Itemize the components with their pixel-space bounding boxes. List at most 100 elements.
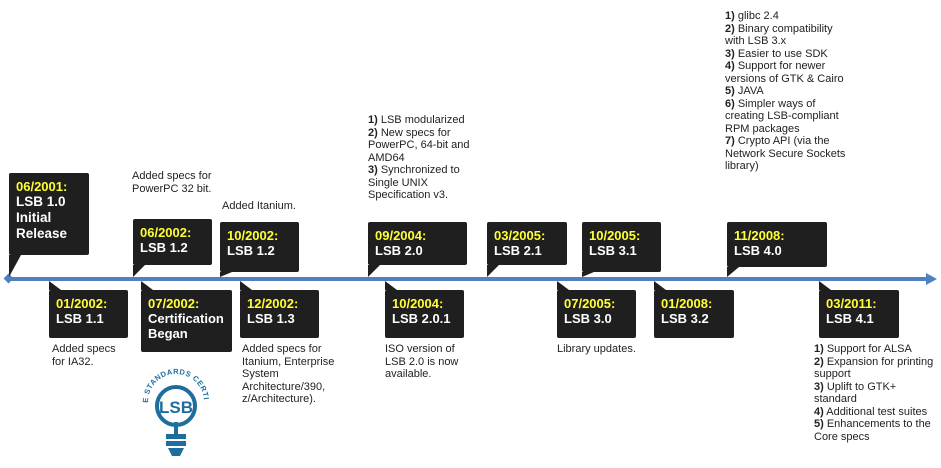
item-text: Support for ALSA [826,343,912,355]
milestone-box: 06/2002:LSB 1.2 [133,219,212,265]
milestone-version: LSB 1.0 Initial Release [16,194,68,241]
item-text: Uplift to GTK+ standard [814,380,897,406]
milestone-pointer [557,281,569,290]
item-text: Support for newer versions of GTK & Cair… [725,60,844,85]
description-list-item: 3) Easier to use SDK [725,48,855,61]
milestone-description: Added specs for Itanium, Enterprise Syst… [242,343,335,405]
milestone-box: 07/2002:Certification Began [141,290,232,352]
milestone-box: 01/2002:LSB 1.1 [49,290,128,338]
milestone-description: ISO version of LSB 2.0 is now available. [385,343,459,380]
item-number: 6) [725,97,735,110]
milestone-box: 10/2005:LSB 3.1 [582,222,661,272]
item-text: Crypto API (via the Network Secure Socke… [725,135,846,172]
item-text: Enhancements to the Core specs [814,418,931,443]
milestone-description: Library updates. [557,343,636,355]
milestone-pointer [487,265,499,277]
item-number: 2) [814,355,824,368]
milestone-box: 01/2008:LSB 3.2 [654,290,734,338]
milestone-version: LSB 1.3 [247,311,295,326]
milestone-box: 11/2008:LSB 4.0 [727,222,827,267]
item-number: 4) [814,405,824,418]
milestone-pointer [727,267,739,277]
description-list-item: 3) Synchronized to Single UNIX Specifica… [368,164,476,202]
item-number: 7) [725,135,735,147]
milestone-pointer [654,281,666,290]
item-text: New specs for PowerPC, 64-bit and AMD64 [368,126,470,164]
description-list-item: 6) Simpler ways of creating LSB-complian… [725,98,855,136]
milestone-date: 09/2004: [375,228,427,243]
milestone-version: LSB 4.1 [826,311,874,326]
milestone-version: LSB 3.0 [564,311,612,326]
item-text: glibc 2.4 [737,10,779,22]
item-text: Simpler ways of creating LSB-compliant R… [725,97,839,135]
description-list-item: 3) Uplift to GTK+ standard [814,381,939,406]
description-list-item: 7) Crypto API (via the Network Secure So… [725,135,855,173]
milestone-pointer [220,272,232,277]
milestone-version: LSB 4.0 [734,243,782,258]
description-list-item: 1) Support for ALSA [814,343,939,356]
milestone-date: 06/2001: [16,179,68,194]
milestone-date: 01/2002: [56,296,108,311]
item-text: Synchronized to Single UNIX Specificatio… [368,164,460,201]
timeline-axis [8,277,928,281]
milestone-pointer [9,255,21,277]
milestone-pointer [582,272,594,277]
milestone-date: 11/2008: [734,228,785,243]
description-list-item: 5) JAVA [725,85,855,98]
logo-arc-text: FREE STANDARDS CERTIFIED [138,362,210,403]
milestone-date: 01/2008: [661,296,713,311]
item-number: 1) [725,10,735,22]
milestone-box: 10/2002:LSB 1.2 [220,222,299,272]
item-number: 4) [725,60,735,72]
milestone-version: LSB 3.2 [661,311,709,326]
logo-center-text: LSB [159,398,193,417]
item-number: 3) [368,164,378,176]
milestone-pointer [49,281,61,290]
milestone-date: 12/2002: [247,296,299,311]
milestone-box: 12/2002:LSB 1.3 [240,290,319,338]
item-number: 3) [725,47,735,60]
milestone-description: Added specs for IA32. [52,343,116,368]
item-number: 2) [725,22,735,35]
item-text: Additional test suites [826,405,928,418]
milestone-box: 06/2001:LSB 1.0 Initial Release [9,173,89,255]
milestone-date: 06/2002: [140,225,192,240]
item-number: 3) [814,380,824,393]
item-text: Expansion for printing support [814,355,934,381]
milestone-pointer [133,265,145,277]
milestone-box: 03/2005:LSB 2.1 [487,222,567,265]
milestone-version: LSB 2.0.1 [392,311,451,326]
milestone-version: LSB 2.1 [494,243,542,258]
milestone-pointer [141,281,153,290]
milestone-description: Added Itanium. [222,200,296,212]
milestone-box: 09/2004:LSB 2.0 [368,222,467,265]
milestone-date: 10/2004: [392,296,444,311]
milestone-version: LSB 1.2 [227,243,275,258]
milestone-pointer [385,281,397,290]
milestone-date: 03/2011: [826,296,877,311]
description-list-item: 2) New specs for PowerPC, 64-bit and AMD… [368,127,476,165]
milestone-version: LSB 2.0 [375,243,423,258]
item-number: 5) [814,418,824,430]
milestone-date: 10/2002: [227,228,279,243]
milestone-box: 03/2011:LSB 4.1 [819,290,899,338]
description-list-item: 2) Binary compatibility with LSB 3.x [725,23,855,48]
item-text: LSB modularized [380,114,465,126]
milestone-box: 10/2004:LSB 2.0.1 [385,290,464,338]
item-number: 5) [725,85,735,97]
description-list-item: 2) Expansion for printing support [814,356,939,381]
description-list-item: 1) LSB modularized [368,114,476,127]
description-list-item: 4) Support for newer versions of GTK & C… [725,60,855,85]
description-list-item: 4) Additional test suites [814,406,939,419]
milestone-date: 07/2002: [148,296,200,311]
item-number: 1) [814,343,824,355]
item-text: Binary compatibility with LSB 3.x [725,22,833,48]
description-list-item: 1) glibc 2.4 [725,10,855,23]
lsb-certified-logo: FREE STANDARDS CERTIFIED LSB [138,362,210,456]
milestone-date: 03/2005: [494,228,546,243]
milestone-pointer [819,281,831,290]
milestone-date: 07/2005: [564,296,616,311]
